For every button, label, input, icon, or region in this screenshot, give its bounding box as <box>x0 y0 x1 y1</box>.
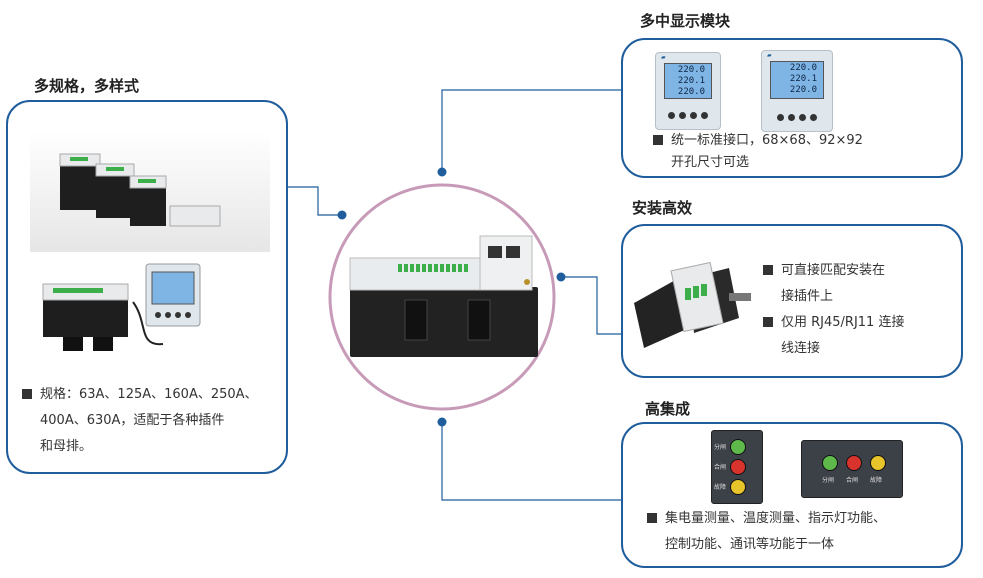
install-title: 安装高效 <box>632 199 693 217</box>
meter-reading-1: 220.0 <box>677 65 705 75</box>
meter-reading-3: 220.0 <box>677 87 705 97</box>
meter-reading-2: 220.1 <box>789 74 817 84</box>
connector-line-bottom <box>441 422 622 501</box>
connector-dot-right <box>556 272 566 282</box>
connector-dot-bottom <box>437 417 447 427</box>
indicator-panel-vertical: 分闸 合闸 故障 <box>711 430 763 504</box>
integration-description: 集电量测量、温度测量、指示灯功能、 控制功能、通讯等功能于一体 <box>647 506 959 558</box>
connector-dot-top <box>437 167 447 177</box>
integration-line-2: 控制功能、通讯等功能于一体 <box>665 537 835 552</box>
multi-spec-line-1: 规格：63A、125A、160A、250A、 <box>40 387 258 402</box>
integration-title: 高集成 <box>645 400 691 418</box>
lamp-label-fault: 故障 <box>714 484 727 491</box>
multi-spec-title: 多规格，多样式 <box>34 77 140 95</box>
install-item-2-line-1: 仅用 RJ45/RJ11 连接 <box>781 315 905 330</box>
display-line-1: 统一标准接口，68×68、92×92 <box>671 133 863 148</box>
display-module-description: 统一标准接口，68×68、92×92 开孔尺寸可选 <box>653 130 953 174</box>
install-item-1-line-1: 可直接匹配安装在 <box>781 263 886 278</box>
display-module-title: 多中显示模块 <box>640 12 731 30</box>
module-with-display-image <box>42 263 201 351</box>
lamp-label-open: 分闸 <box>822 477 835 484</box>
bullet-square-icon <box>763 317 773 327</box>
yellow-lamp-icon <box>730 479 746 495</box>
green-lamp-icon <box>730 439 746 455</box>
modules-product-image <box>30 132 270 252</box>
green-lamp-icon <box>822 455 838 471</box>
red-lamp-icon <box>846 455 862 471</box>
meter-keys <box>762 106 832 125</box>
multi-spec-panel: 规格：63A、125A、160A、250A、 400A、630A，适配于各种插件… <box>6 100 288 474</box>
connector-line-right <box>561 276 622 335</box>
meter-reading-3: 220.0 <box>789 85 817 95</box>
meter-keys <box>656 104 720 123</box>
install-item-2-line-2: 线连接 <box>781 341 821 356</box>
bullet-square-icon <box>22 389 32 399</box>
install-description: 可直接匹配安装在 接插件上 仅用 RJ45/RJ11 连接 线连接 <box>763 258 958 362</box>
display-module-panel: ▰ 220.0 220.1 220.0 ▰ 220.0 220.1 220.0 … <box>621 38 963 178</box>
display-meter-small: ▰ 220.0 220.1 220.0 <box>655 52 721 130</box>
connector-dot-left <box>337 210 347 220</box>
multi-spec-line-2: 400A、630A，适配于各种插件 <box>40 413 225 428</box>
meter-screen: 220.0 220.1 220.0 <box>664 63 712 99</box>
bullet-square-icon <box>653 135 663 145</box>
connector-line-left <box>285 186 342 216</box>
lamp-label-close: 合闸 <box>846 477 859 484</box>
bullet-square-icon <box>763 265 773 275</box>
integration-panel: 分闸 合闸 故障 分闸 合闸 故障 集电量测量、温度测量、指示灯功能、 控制功能… <box>621 422 963 568</box>
connector-line-top <box>441 89 622 172</box>
lamp-label-open: 分闸 <box>714 444 727 451</box>
meter-reading-1: 220.0 <box>789 63 817 73</box>
lamp-label-fault: 故障 <box>870 477 883 484</box>
multi-spec-description: 规格：63A、125A、160A、250A、 400A、630A，适配于各种插件… <box>22 382 282 460</box>
install-item-1-line-2: 接插件上 <box>781 289 834 304</box>
lamp-label-close: 合闸 <box>714 464 727 471</box>
display-meter-large: ▰ 220.0 220.1 220.0 <box>761 50 833 132</box>
meter-screen: 220.0 220.1 220.0 <box>770 61 824 99</box>
plugin-install-image <box>634 261 751 348</box>
bullet-square-icon <box>647 513 657 523</box>
meter-brand-logo: ▰ <box>767 52 772 59</box>
red-lamp-icon <box>730 459 746 475</box>
integration-line-1: 集电量测量、温度测量、指示灯功能、 <box>665 511 887 526</box>
indicator-panel-horizontal: 分闸 合闸 故障 <box>801 440 903 498</box>
yellow-lamp-icon <box>870 455 886 471</box>
install-panel: 可直接匹配安装在 接插件上 仅用 RJ45/RJ11 连接 线连接 <box>621 224 963 378</box>
multi-spec-line-3: 和母排。 <box>40 439 93 454</box>
meter-reading-2: 220.1 <box>677 76 705 86</box>
meter-brand-logo: ▰ <box>661 54 666 61</box>
display-line-2: 开孔尺寸可选 <box>671 155 750 170</box>
center-device-illustration <box>349 235 538 357</box>
